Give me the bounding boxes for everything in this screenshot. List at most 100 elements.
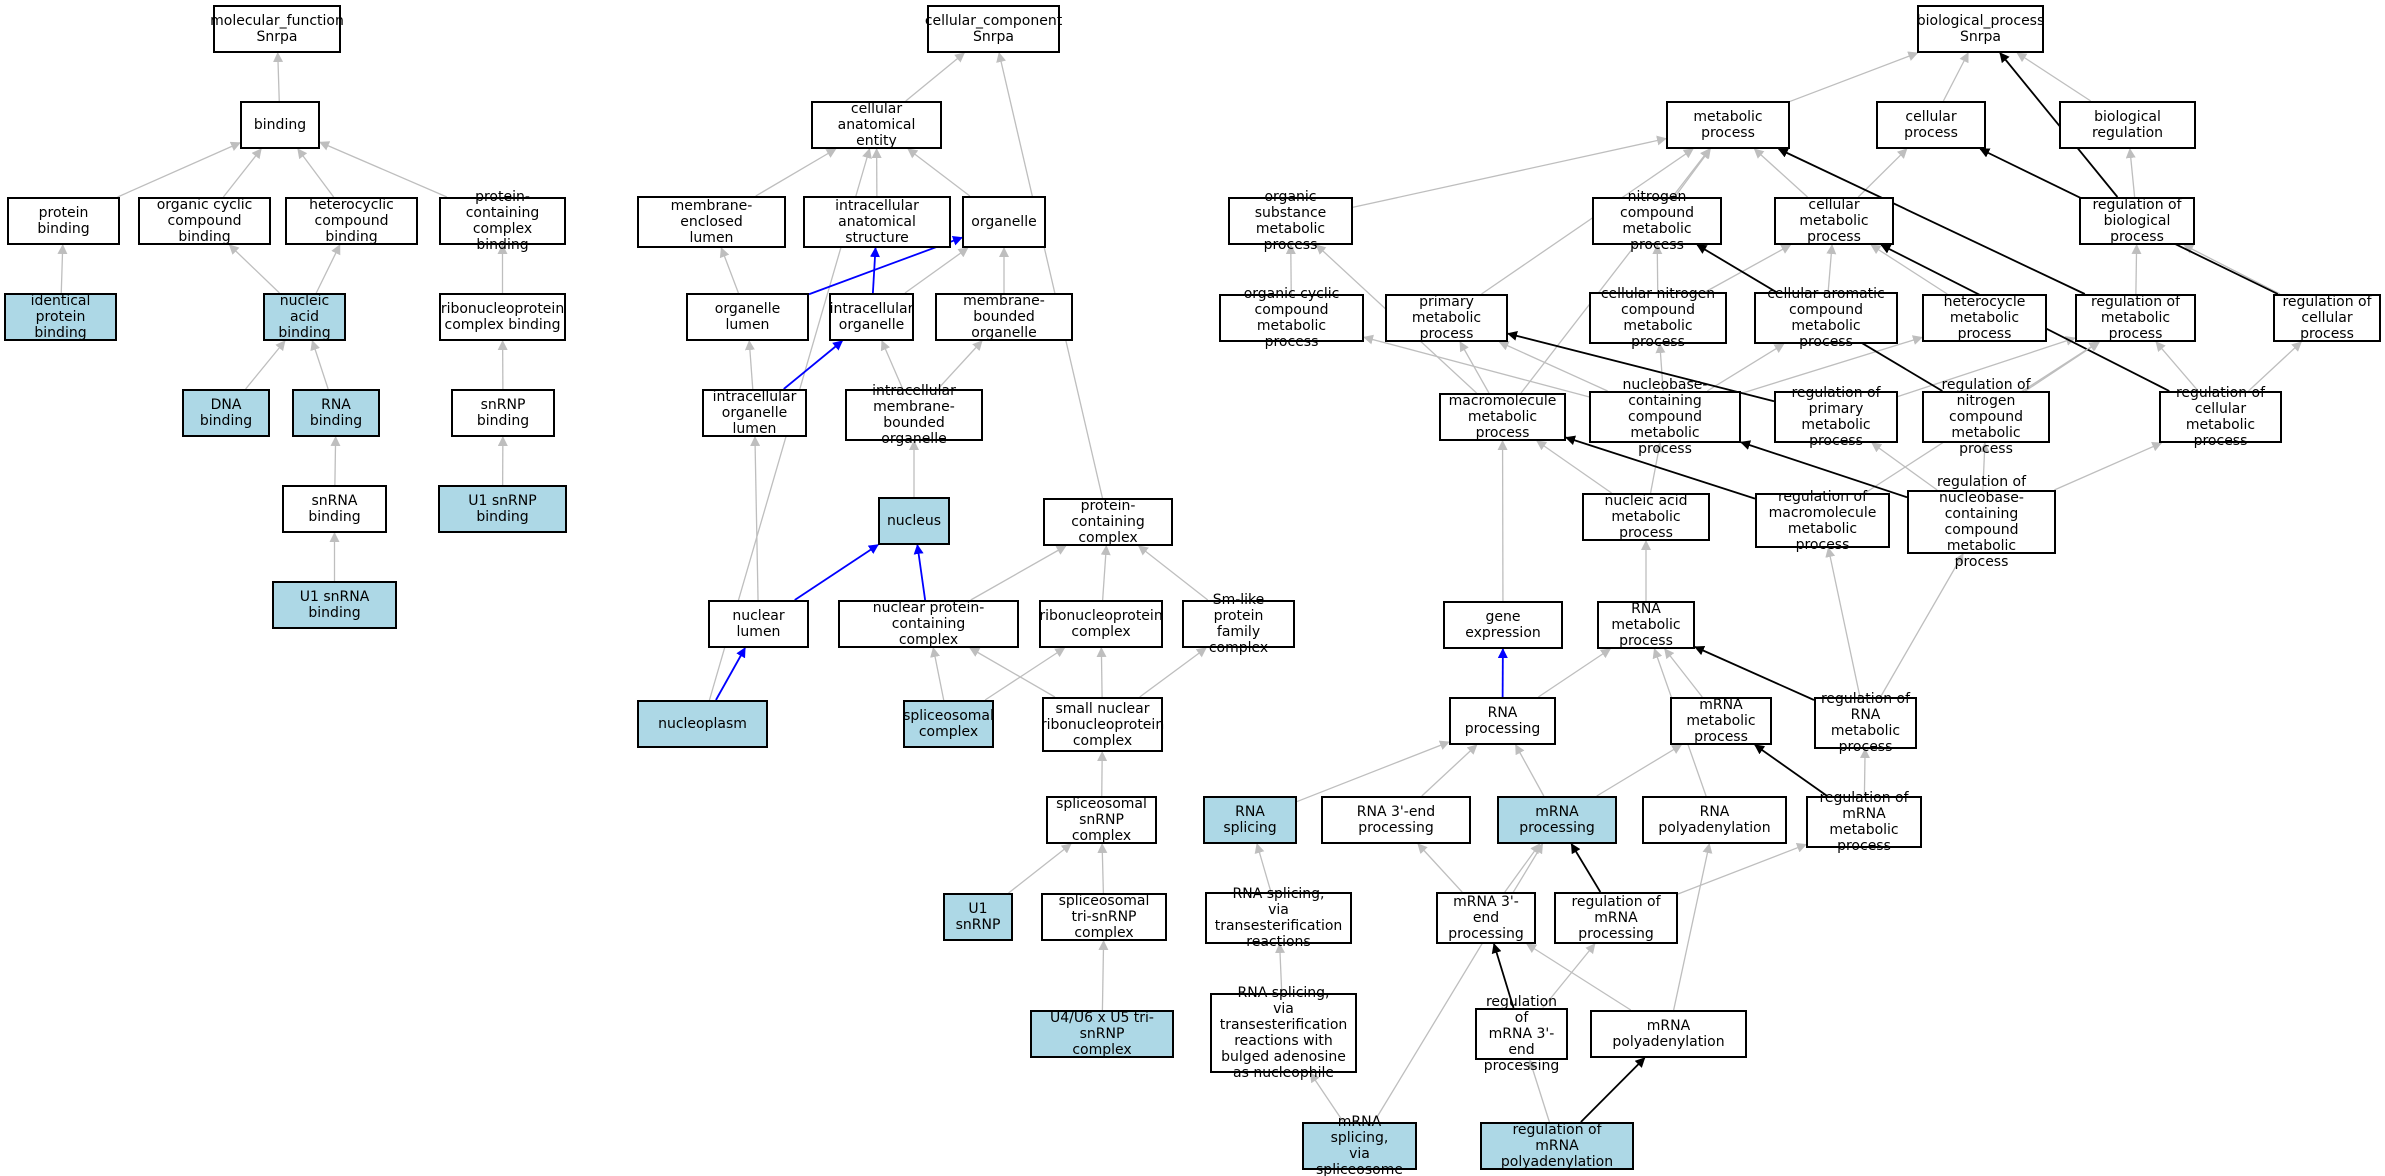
go-term-snrnpbind[interactable]: snRNP binding [451,389,555,437]
go-term-rnasplice[interactable]: RNA splicing [1203,796,1297,844]
edge-metproc-is_a-bp [1789,51,1919,103]
go-term-rnapolya[interactable]: RNA polyadenylation [1642,796,1787,844]
go-term-mf[interactable]: molecular_function Snrpa [210,5,344,53]
go-term-rnpc[interactable]: ribonucleoprotein complex [1039,600,1163,648]
go-term-primet[interactable]: primary metabolic process [1385,294,1508,342]
go-term-regnitro[interactable]: regulation of nitrogen compound metaboli… [1922,377,2050,457]
go-term-cellarom[interactable]: cellular aromatic compound metabolic pro… [1754,286,1898,350]
edge-mrna3-is_a-mrnaproc [1504,843,1541,893]
go-term-cellmet[interactable]: cellular metabolic process [1774,197,1894,245]
go-term-snrnabind[interactable]: snRNA binding [282,485,387,533]
go-term-regcell[interactable]: regulation of cellular process [2273,294,2381,342]
go-term-regcellmet[interactable]: regulation of cellular metabolic process [2159,385,2282,449]
go-term-cellnitro[interactable]: cellular nitrogen compound metabolic pro… [1589,286,1727,350]
edge-rnasplicetrans-is_a-rnasplice [1254,843,1272,893]
go-term-nucleoplasm[interactable]: nucleoplasm [637,700,768,748]
go-term-nucleus[interactable]: nucleus [878,497,950,545]
go-term-nucacid[interactable]: nucleic acid metabolic process [1582,493,1710,541]
go-term-rnpbind[interactable]: ribonucleoprotein complex binding [439,293,566,341]
go-term-spsnrnp[interactable]: spliceosomal snRNP complex [1046,796,1157,844]
go-term-orgcyc[interactable]: organic cyclic compound binding [138,197,271,245]
go-term-orgcycmet[interactable]: organic cyclic compound metabolic proces… [1219,286,1364,350]
go-term-u1snrnabind[interactable]: U1 snRNA binding [272,581,397,629]
go-term-memenc[interactable]: membrane-enclosed lumen [637,196,786,248]
edge-intramembound-is_a-intraorg [880,340,904,390]
go-term-cc[interactable]: cellular_component Snrpa [925,5,1062,53]
edge-orgsub-is_a-metproc [1352,135,1667,208]
go-term-regmet[interactable]: regulation of metabolic process [2075,294,2196,342]
edge-nabind-is_a-hetcyc [315,244,341,294]
edge-regmrnapolya-regulates-mrnapolya [1580,1057,1646,1123]
go-term-pcbind[interactable]: protein-containing complex binding [439,189,566,253]
go-term-nucbase[interactable]: nucleobase-containing compound metabolic… [1589,377,1741,457]
go-term-rnasplicetrans[interactable]: RNA splicing, via transesterification re… [1205,886,1352,950]
edge-mrnaproc-is_a-rnaproc [1515,744,1545,797]
go-term-regbio[interactable]: regulation of biological process [2079,197,2195,245]
go-term-orglumen[interactable]: organelle lumen [686,293,809,341]
edge-regrnamet-is_a-regnucbase [1879,553,1964,698]
edge-mrnasplice-is_a-mrnaproc [1373,843,1544,1123]
edge-memenc-is_a-cae [755,148,837,197]
go-term-mrna3[interactable]: mRNA 3'-end processing [1436,892,1536,944]
go-term-regmrnapolya[interactable]: regulation of mRNA polyadenylation [1480,1122,1634,1170]
go-term-trisnrnp[interactable]: spliceosomal tri-snRNP complex [1041,893,1167,941]
edge-regprim-is_a-regmet [1897,336,2076,398]
edge-regcell-is_a-regbio [2183,244,2281,295]
go-term-intramembound[interactable]: intracellular membrane-bounded organelle [845,383,983,447]
go-term-pcc[interactable]: protein-containing complex [1043,498,1173,546]
edge-regmrna3-regulates-mrna3 [1491,943,1515,1009]
go-term-protbind[interactable]: protein binding [7,197,120,245]
go-term-snrnp[interactable]: small nuclear ribonucleoprotein complex [1041,697,1164,752]
go-term-organelle[interactable]: organelle [962,196,1046,248]
go-term-smlike[interactable]: Sm-like protein family complex [1182,592,1295,656]
go-term-intraanat[interactable]: intracellular anatomical structure [803,196,951,248]
go-term-metproc[interactable]: metabolic process [1666,101,1790,149]
edge-regnucbase-is_a-regcellmet [2054,442,2163,491]
go-term-mrnaproc[interactable]: mRNA processing [1497,796,1617,844]
edge-snrnp-is_a-smlike [1139,647,1207,698]
go-term-dnabind[interactable]: DNA binding [182,389,270,437]
go-term-intraorg[interactable]: intracellular organelle [829,293,914,341]
go-term-regmrnamet[interactable]: regulation of mRNA metabolic process [1806,790,1922,854]
go-term-u1snrnpbind[interactable]: U1 snRNP binding [438,485,567,533]
go-term-regmacro[interactable]: regulation of macromolecule metabolic pr… [1755,489,1890,553]
edge-mrnamet-is_a-rnamet [1664,648,1703,698]
go-term-rnaproc[interactable]: RNA processing [1449,697,1556,745]
go-term-intraorglumen[interactable]: intracellular organelle lumen [702,389,807,437]
go-term-hetcyc[interactable]: heterocyclic compound binding [285,197,418,245]
go-term-regnucbase[interactable]: regulation of nucleobase-containing comp… [1907,474,2056,570]
go-term-regmrnaproc[interactable]: regulation of mRNA processing [1554,892,1678,944]
go-term-nitro[interactable]: nitrogen compound metabolic process [1592,189,1722,253]
go-term-rnamet[interactable]: RNA metabolic process [1597,601,1695,649]
go-term-identbind[interactable]: identical protein binding [4,293,117,341]
go-term-mrnapolya[interactable]: mRNA polyadenylation [1590,1010,1747,1058]
go-term-cae[interactable]: cellular anatomical entity [811,101,942,149]
go-term-u4u6[interactable]: U4/U6 x U5 tri-snRNP complex [1030,1010,1174,1058]
go-term-membound[interactable]: membrane-bounded organelle [935,293,1073,341]
go-term-mrnasplice[interactable]: mRNA splicing, via spliceosome [1302,1114,1417,1176]
go-term-geneexp[interactable]: gene expression [1443,601,1563,649]
go-term-regrnamet[interactable]: regulation of RNA metabolic process [1814,691,1917,755]
go-term-rnasplicebulged[interactable]: RNA splicing, via transesterification re… [1210,985,1357,1081]
go-term-hetmet[interactable]: heterocycle metabolic process [1922,294,2047,342]
go-term-u1snrnp[interactable]: U1 snRNP [943,893,1013,941]
go-term-nabind[interactable]: nucleic acid binding [263,293,346,341]
go-term-macromet[interactable]: macromolecule metabolic process [1439,393,1566,441]
go-term-bioreg[interactable]: biological regulation [2059,101,2196,149]
go-term-regprim[interactable]: regulation of primary metabolic process [1774,385,1898,449]
go-term-binding[interactable]: binding [240,101,320,149]
edge-rnpc-is_a-pcc [1100,545,1111,601]
edge-u1snrnp-is_a-spsnrnp [1008,843,1072,894]
go-term-nuclumen[interactable]: nuclear lumen [708,600,809,648]
go-term-orgsub[interactable]: organic substance metabolic process [1228,189,1353,253]
go-term-cellproc[interactable]: cellular process [1876,101,1986,149]
go-term-regmrna3[interactable]: regulation of mRNA 3'-end processing [1475,994,1568,1074]
go-term-rna3[interactable]: RNA 3'-end processing [1321,796,1471,844]
edge-regnucbase-regulates-nucbase [1740,440,1908,499]
go-term-nucpcc[interactable]: nuclear protein-containing complex [838,600,1019,648]
go-term-mrnamet[interactable]: mRNA metabolic process [1670,697,1772,745]
go-term-bp[interactable]: biological_process Snrpa [1917,5,2044,53]
go-term-spliceosomal[interactable]: spliceosomal complex [903,700,994,748]
edge-regrnamet-is_a-regmacro [1825,547,1861,698]
go-term-rnabind[interactable]: RNA binding [292,389,380,437]
